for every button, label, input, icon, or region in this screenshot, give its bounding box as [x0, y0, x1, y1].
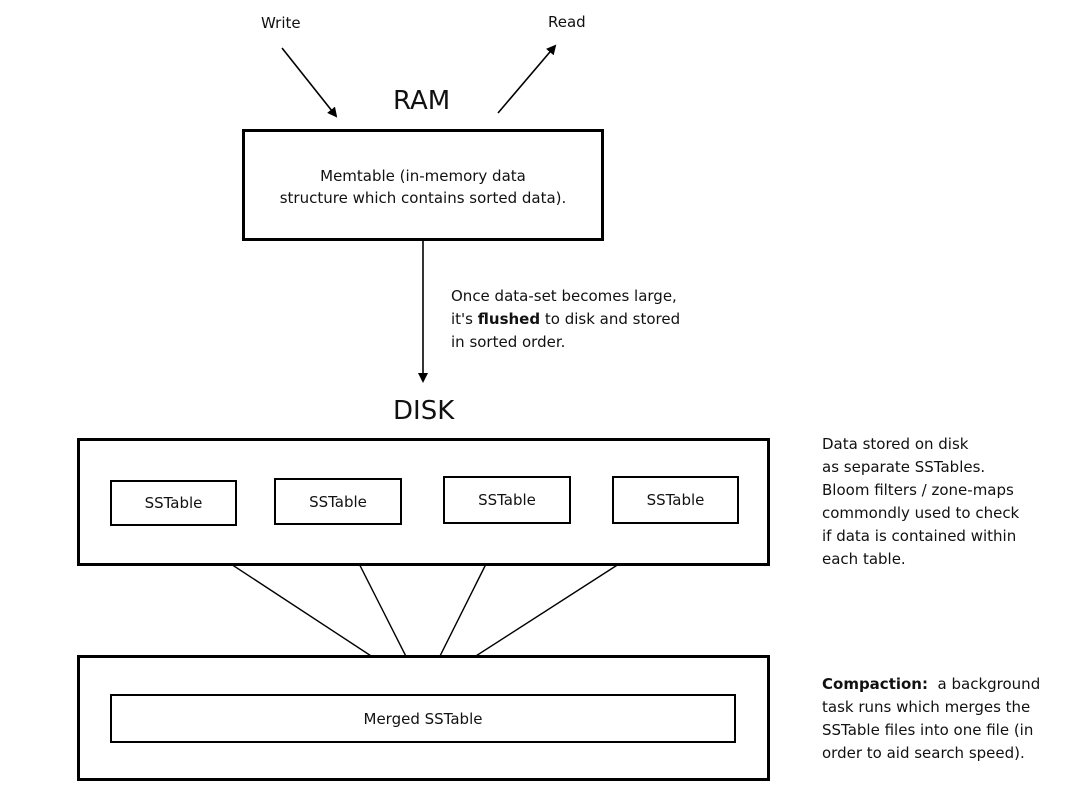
- ram-title: RAM: [393, 86, 451, 116]
- compaction-note-line: SSTable files into one file (in: [822, 721, 1034, 739]
- compaction-note: Compaction: a background task runs which…: [822, 673, 1040, 765]
- merged-sstable-box: Merged SSTable: [110, 694, 736, 743]
- disk-note-line: Bloom filters / zone-maps: [822, 481, 1014, 499]
- disk-note-line: each table.: [822, 550, 906, 568]
- disk-note-line: if data is contained within: [822, 527, 1017, 545]
- disk-note-line: commondly used to check: [822, 504, 1020, 522]
- sstable-label-2: SSTable: [309, 493, 367, 511]
- flushed-keyword: flushed: [477, 310, 541, 328]
- memtable-text-line-1: Memtable (in-memory data: [320, 167, 526, 185]
- write-arrow: [281, 47, 338, 118]
- write-label: Write: [261, 14, 301, 32]
- compaction-note-line-1: Compaction: a background: [822, 675, 1041, 693]
- compaction-note-line: task runs which merges the: [822, 698, 1031, 716]
- read-label: Read: [548, 13, 586, 31]
- flush-note-line-1: Once data-set becomes large,: [451, 287, 677, 305]
- read-arrow: [497, 44, 557, 114]
- sstable-box-1: SSTable: [110, 480, 237, 526]
- sstable-box-2: SSTable: [274, 478, 402, 525]
- flush-note: Once data-set becomes large, it's flushe…: [451, 285, 680, 354]
- memtable-box: Memtable (in-memory data structure which…: [242, 129, 604, 241]
- compaction-note-line: order to aid search speed).: [822, 744, 1025, 762]
- disk-title: DISK: [393, 396, 455, 426]
- sstable-label-3: SSTable: [478, 491, 536, 509]
- disk-note-line: Data stored on disk: [822, 435, 969, 453]
- merged-sstable-label: Merged SSTable: [363, 710, 483, 728]
- disk-note: Data stored on disk as separate SSTables…: [822, 433, 1019, 571]
- sstable-label-1: SSTable: [144, 494, 203, 512]
- flush-note-line-2: it's flushed to disk and stored: [451, 310, 681, 328]
- sstable-box-3: SSTable: [443, 476, 571, 524]
- memtable-text-line-2: structure which contains sorted data).: [279, 189, 567, 207]
- sstable-box-4: SSTable: [612, 476, 739, 524]
- flush-note-line-3: in sorted order.: [451, 333, 566, 351]
- disk-note-line: as separate SSTables.: [822, 458, 986, 476]
- compaction-keyword: Compaction:: [822, 675, 928, 693]
- sstable-label-4: SSTable: [646, 491, 705, 509]
